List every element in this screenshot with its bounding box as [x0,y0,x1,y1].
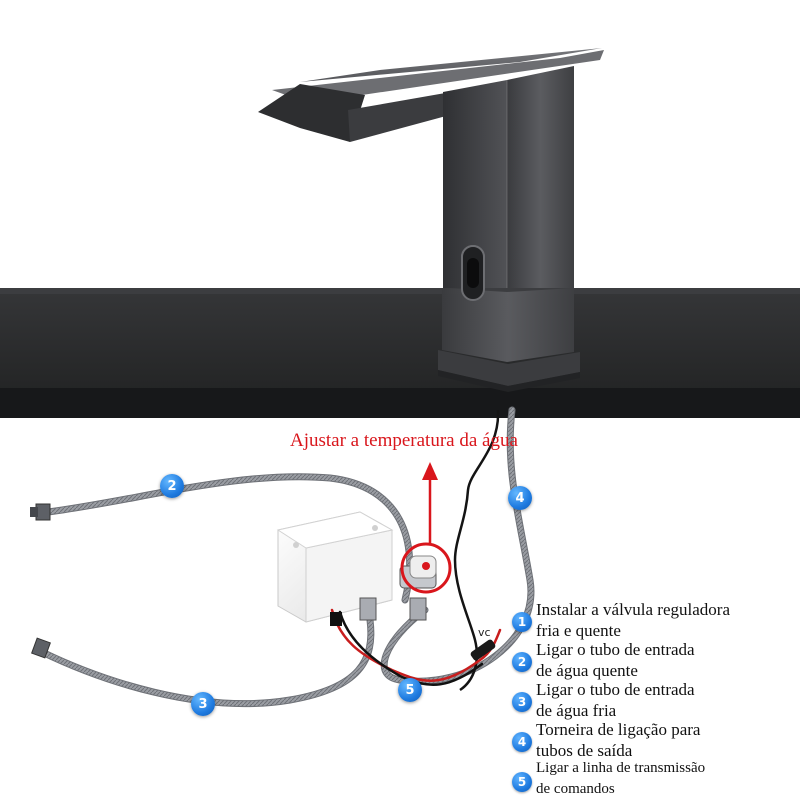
callout-arrowhead [422,462,438,480]
legend-item-4-line2: tubos de saída [536,741,633,760]
countertop [0,288,800,418]
legend-item-5-line2: de comandos [536,781,615,797]
callout-circle [400,542,452,594]
legend-item-1-line1: Instalar a válvula reguladora [536,600,730,619]
legend-item-5: 5 Ligar a linha de transmissão de comand… [512,760,800,800]
badge-2-hot-inlet: 2 [160,474,184,498]
valve-fittings [359,555,437,621]
legend-item-4: 4 Torneira de ligação para tubos de saíd… [512,720,800,760]
badge-5-transmission: 5 [398,678,422,702]
legend-badge-2: 2 [512,652,532,672]
legend-badge-4: 4 [512,732,532,752]
faucet-spout-top-surface [272,50,604,100]
hose-end-hot [30,503,51,521]
legend-item-3: 3 Ligar o tubo de entrada de água fria [512,680,800,720]
badge-4-outlet: 4 [508,486,532,510]
legend-badge-5: 5 [512,772,532,792]
legend-item-4-line1: Torneira de ligação para [536,720,701,739]
legend-badge-1: 1 [512,612,532,632]
legend-item-5-line1: Ligar a linha de transmissão [536,760,706,776]
legend-item-2-line2: de água quente [536,661,638,680]
hose-end-cold [31,637,51,659]
transmission-wires [330,608,502,686]
badge-3-cold-inlet: 3 [191,692,215,716]
temperature-callout-marker [400,462,452,594]
temperature-callout-text: Ajustar a temperatura da água [290,430,518,451]
faucet-base-front [438,245,580,392]
legend-item-1: 1 Instalar a válvula reguladora fria e q… [512,600,800,640]
control-box [276,511,394,623]
cable-connector-label: vc [478,626,491,639]
legend-badge-3: 3 [512,692,532,712]
legend-item-2: 2 Ligar o tubo de entrada de água quente [512,640,800,680]
legend-item-2-line1: Ligar o tubo de entrada [536,640,695,659]
legend: 1 Instalar a válvula reguladora fria e q… [512,600,800,800]
faucet-spout-top [300,48,602,82]
legend-item-3-line2: de água fria [536,701,617,720]
faucet-spout-lip [258,84,365,142]
legend-item-3-line1: Ligar o tubo de entrada [536,680,695,699]
legend-item-1-line2: fria e quente [536,621,621,640]
